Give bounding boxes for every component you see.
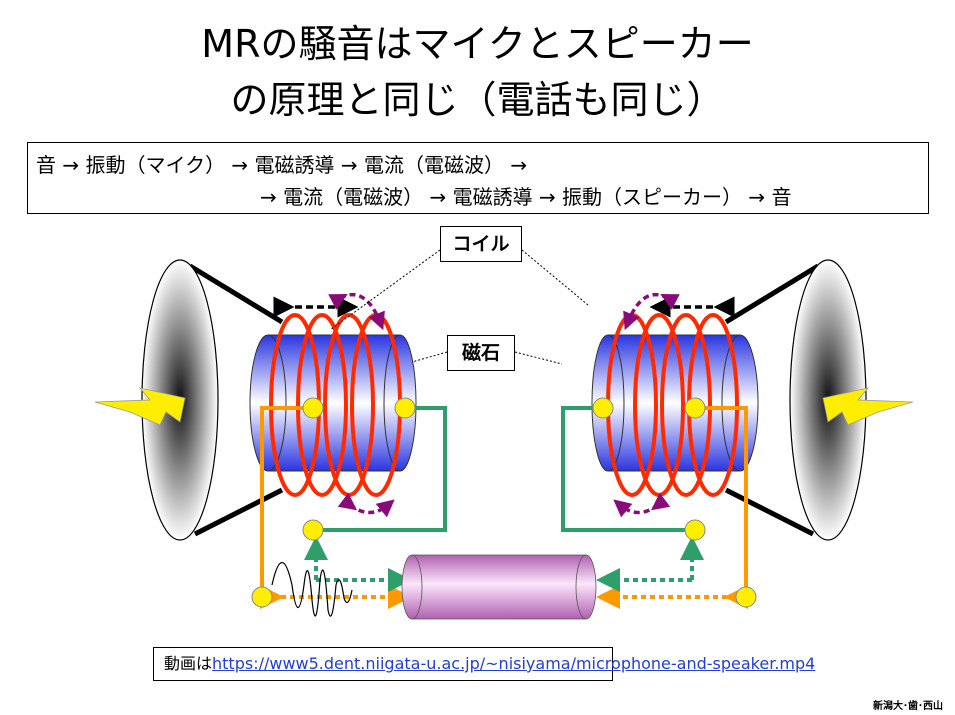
magnet-label: 磁石 <box>447 335 515 371</box>
coil-label: コイル <box>440 226 522 262</box>
title-line-2: の原理と同じ（電話も同じ） <box>230 78 725 122</box>
title-line-1: MRの騒音はマイクとスピーカー <box>201 22 754 66</box>
credit: 新潟大･歯･西山 <box>873 701 943 712</box>
flow-line-1: 音 → 振動（マイク） → 電磁誘導 → 電流（電磁波） → <box>36 153 528 177</box>
flow-line-2: → 電流（電磁波） → 電磁誘導 → 振動（スピーカー） → 音 <box>260 185 792 209</box>
microphone-unit <box>95 260 445 607</box>
speaker-unit <box>563 260 913 607</box>
cable <box>401 554 597 620</box>
sound-wave <box>271 562 353 617</box>
video-prefix: 動画は <box>164 654 213 673</box>
video-link[interactable]: https://www5.dent.niigata-u.ac.jp/~nisiy… <box>212 654 816 673</box>
video-link-box: 動画はhttps://www5.dent.niigata-u.ac.jp/~ni… <box>153 647 815 681</box>
signal-flow-box: 音 → 振動（マイク） → 電磁誘導 → 電流（電磁波） → → 電流（電磁波）… <box>27 142 929 214</box>
